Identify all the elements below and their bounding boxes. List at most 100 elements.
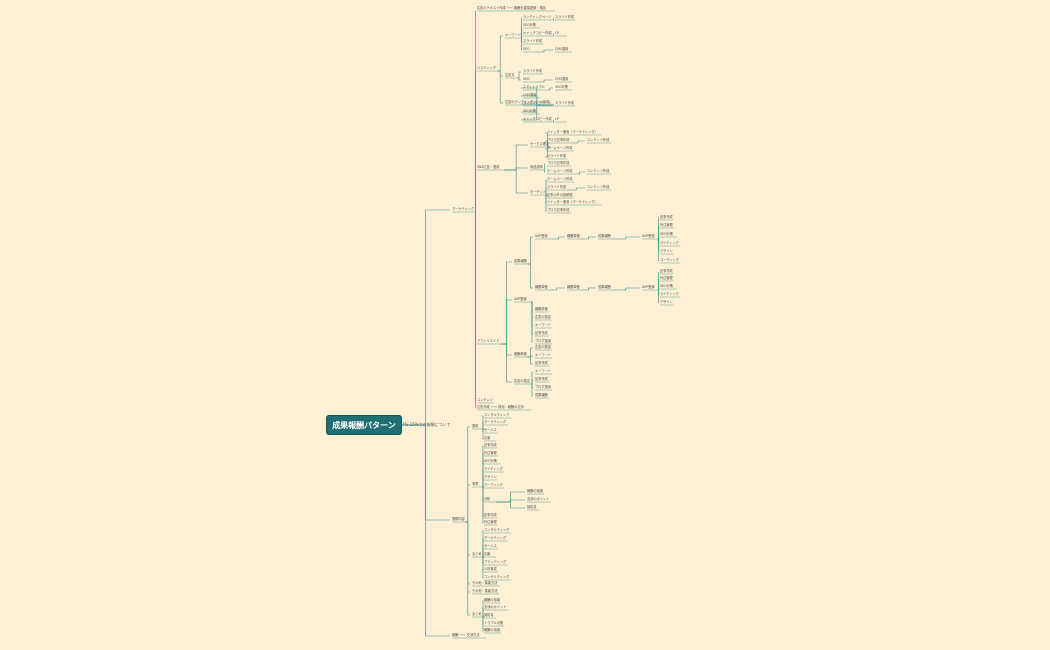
note-footer[interactable]: 広告作成 ～～ 費用・報酬の交渉 — [477, 405, 524, 409]
work-item[interactable]: ブランディング — [484, 560, 507, 564]
branch-contents[interactable]: コンテンツ — [477, 398, 493, 402]
work-item[interactable]: 契約書 — [484, 613, 494, 617]
work-item[interactable]: ライティング — [484, 467, 503, 471]
affiliate-leaf[interactable]: 記事作成 — [660, 215, 673, 219]
affiliate-item[interactable]: キーワード — [535, 323, 551, 327]
note-top[interactable]: 広告のテキスト作成 ～～ 報酬を直接提案・相談 — [477, 6, 546, 10]
sns-detail[interactable]: コンテンツ作成 — [587, 169, 610, 173]
affiliate-item[interactable]: ASP登録 — [535, 234, 548, 238]
affiliate-item[interactable]: ブログ運用 — [535, 385, 551, 389]
listing-detail[interactable]: CMS運用 — [555, 77, 569, 81]
affiliate-item[interactable]: 報酬単価 — [535, 307, 548, 311]
listing-child[interactable]: 広告文 — [505, 73, 515, 77]
work-item[interactable]: コンサルティング — [484, 575, 510, 579]
listing-item[interactable]: エディトリアル — [523, 85, 546, 89]
affiliate-item[interactable]: 広告の選定 — [535, 345, 551, 349]
sns-item[interactable]: ブログ記事作成 — [547, 161, 570, 165]
listing-item[interactable]: SEO — [523, 77, 530, 81]
listing-item[interactable]: キャッチコピー作成 — [523, 117, 552, 121]
affiliate-level5[interactable]: 成果報酬 — [598, 234, 611, 238]
sns-item[interactable]: スライド作成 — [547, 185, 567, 189]
work-item[interactable]: 記事作成 — [484, 443, 497, 447]
sns-detail[interactable]: コンテンツ作成 — [587, 185, 610, 189]
work-item[interactable]: マーケティング — [484, 420, 507, 424]
affiliate-child[interactable]: 報酬単価 — [514, 352, 527, 356]
work-item[interactable]: コンサルティング — [484, 413, 510, 417]
sns-item[interactable]: スライド作成 — [547, 154, 567, 158]
listing-item[interactable]: SEO対策 — [523, 109, 536, 113]
work-item[interactable]: 外注管理 — [484, 520, 497, 524]
branch-work-content[interactable]: 業務内容 — [452, 517, 465, 521]
work-item[interactable]: 交渉のポイント — [484, 605, 507, 609]
sns-item[interactable]: ブログ記事作成 — [547, 138, 570, 142]
affiliate-leaf[interactable]: 外注管理 — [660, 223, 673, 227]
work-item[interactable]: コンサルティング — [484, 528, 510, 532]
work-item[interactable]: 広報 — [484, 436, 491, 440]
affiliate-leaf[interactable]: コーディング — [660, 258, 679, 262]
listing-child[interactable]: キーワード — [505, 33, 521, 37]
listing-detail[interactable]: CMS運用 — [555, 47, 569, 51]
work-item[interactable]: 外注管理 — [484, 451, 497, 455]
listing-item[interactable]: キャッチコピー作成 — [523, 31, 552, 35]
work-detail[interactable]: 報酬の相場 — [527, 489, 543, 493]
sns-item[interactable]: ブログ記事作成 — [547, 208, 570, 212]
affiliate-item[interactable]: 記事作成 — [535, 331, 548, 335]
affiliate-level4[interactable]: 報酬単価 — [567, 285, 580, 289]
work-item[interactable]: デザイン — [484, 475, 497, 479]
branch-bottom-note[interactable]: 報酬 ～～ 交渉方法 — [452, 633, 480, 637]
affiliate-leaf[interactable]: デザイン — [660, 249, 673, 253]
listing-detail[interactable]: LP — [555, 117, 559, 121]
listing-detail[interactable]: SEO対策 — [555, 85, 568, 89]
work-item[interactable]: 分析 — [484, 497, 491, 501]
work-item[interactable]: 報酬の相場 — [484, 598, 500, 602]
listing-item[interactable]: スライド作成 — [523, 69, 543, 73]
sns-child[interactable]: ターゲット — [530, 190, 546, 194]
sns-child[interactable]: サービス理念 — [530, 142, 550, 146]
root-node[interactable]: 成果報酬パターン — [327, 416, 401, 434]
work-child[interactable]: 事業 — [472, 482, 479, 486]
affiliate-leaf[interactable]: デザイン — [660, 300, 673, 304]
branch-affiliate[interactable]: アフィリエイト — [477, 339, 500, 343]
affiliate-item[interactable]: ブログ運用 — [535, 339, 551, 343]
listing-item[interactable]: CMS運用 — [523, 93, 537, 97]
work-item[interactable]: トラブル対策 — [484, 621, 504, 625]
listing-item[interactable]: SEO — [523, 47, 530, 51]
affiliate-child[interactable]: 成果報酬 — [514, 259, 527, 263]
work-item[interactable]: マーケティング — [484, 536, 507, 540]
listing-child[interactable]: 広告のランディングページ作成 — [505, 100, 550, 104]
branch-marketing[interactable]: マーケティング — [452, 207, 475, 211]
affiliate-level6[interactable]: ASP登録 — [642, 234, 655, 238]
affiliate-item[interactable]: キーワード — [535, 353, 551, 357]
affiliate-child[interactable]: 広告の選定 — [514, 379, 530, 383]
sns-item[interactable]: ホームページ作成 — [547, 169, 573, 173]
work-item[interactable]: SEO対策 — [484, 459, 497, 463]
affiliate-item[interactable]: キーワード — [535, 369, 551, 373]
work-child[interactable]: その他・集客方法 — [472, 581, 498, 585]
affiliate-leaf[interactable]: ライティング — [660, 241, 679, 245]
listing-detail[interactable]: LP — [555, 31, 559, 35]
listing-item[interactable]: SEO対策 — [523, 23, 536, 27]
sns-child[interactable]: 商品説明 — [530, 165, 543, 169]
work-item[interactable]: 広報 — [484, 552, 491, 556]
sns-item[interactable]: ホームページ作成 — [547, 146, 573, 150]
sns-item[interactable]: ホームページ作成 — [547, 177, 573, 181]
work-item[interactable]: コーディング — [484, 483, 503, 487]
work-item[interactable]: 記事作成 — [484, 513, 497, 517]
affiliate-level4[interactable]: 報酬単価 — [567, 234, 580, 238]
listing-item[interactable]: ランディングページ — [523, 101, 552, 105]
affiliate-item[interactable]: 報酬単価 — [535, 285, 548, 289]
affiliate-item[interactable]: 広告の選定 — [535, 315, 551, 319]
work-child[interactable]: まとめ — [472, 552, 482, 556]
work-detail[interactable]: 交渉のポイント — [527, 497, 550, 501]
affiliate-item[interactable]: 記事作成 — [535, 377, 548, 381]
branch-sns[interactable]: SNS広告・運用 — [477, 165, 500, 169]
listing-detail[interactable]: スライド作成 — [555, 101, 575, 105]
work-item[interactable]: セールス — [484, 428, 497, 432]
affiliate-leaf[interactable]: 外注管理 — [660, 276, 673, 280]
work-detail[interactable]: 契約書 — [527, 505, 537, 509]
sns-item[interactable]: ツイッター運用（マーケティング） — [547, 200, 598, 204]
affiliate-item[interactable]: 記事作成 — [535, 361, 548, 365]
work-item[interactable]: 人材育成 — [484, 567, 497, 571]
affiliate-child[interactable]: ASP登録 — [514, 297, 527, 301]
branch-listing[interactable]: リスティング — [477, 66, 496, 70]
